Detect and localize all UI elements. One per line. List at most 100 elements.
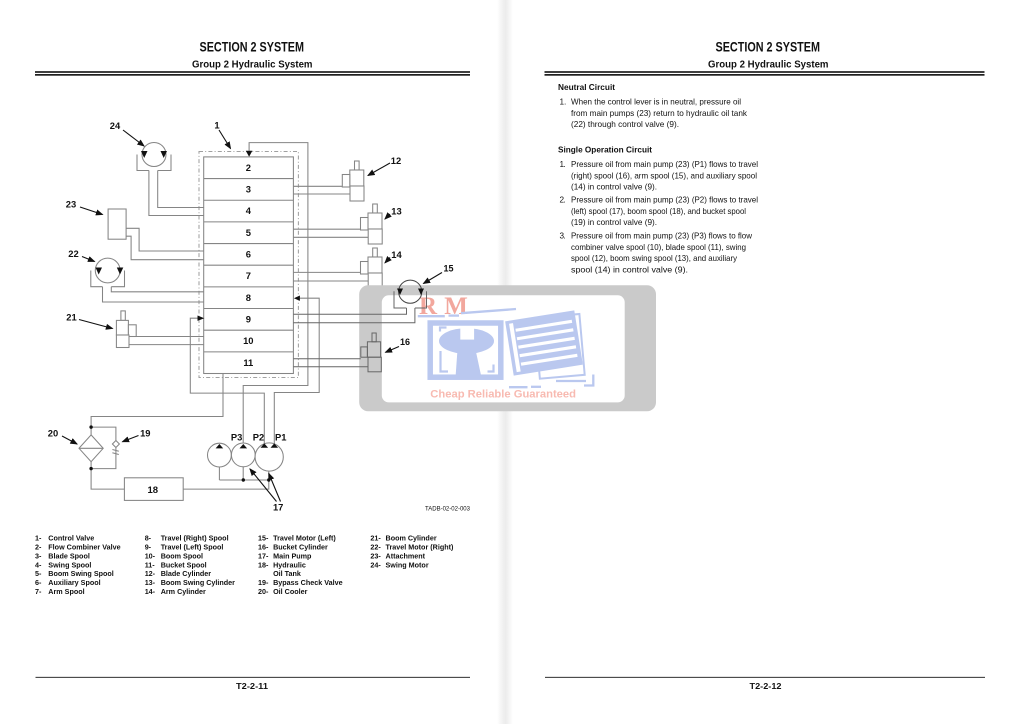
svg-text:When the control lever is in n: When the control lever is in neutral, pr…: [571, 98, 741, 107]
svg-text:13: 13: [391, 206, 401, 217]
svg-text:Boom Swing Cylinder: Boom Swing Cylinder: [161, 578, 235, 587]
svg-text:13-: 13-: [145, 578, 156, 587]
svg-text:20: 20: [48, 428, 58, 439]
svg-text:(left) spool (17), boom spool: (left) spool (17), boom spool (18), and …: [571, 207, 746, 216]
svg-text:21: 21: [66, 312, 76, 323]
svg-text:Main Pump: Main Pump: [273, 551, 312, 560]
svg-text:15: 15: [443, 264, 453, 274]
svg-text:17-: 17-: [258, 551, 269, 560]
svg-text:(22) through control valve (9): (22) through control valve (9).: [571, 120, 679, 129]
svg-text:10: 10: [243, 335, 253, 346]
svg-text:Boom Swing Spool: Boom Swing Spool: [48, 569, 113, 578]
svg-text:1: 1: [214, 120, 219, 131]
svg-text:Flow Combiner Valve: Flow Combiner Valve: [48, 542, 120, 551]
svg-text:Group 2 Hydraulic System: Group 2 Hydraulic System: [708, 59, 829, 71]
svg-text:8-: 8-: [145, 533, 152, 542]
svg-text:(14) in control valve (9).: (14) in control valve (9).: [571, 183, 657, 192]
svg-text:17: 17: [273, 502, 283, 513]
svg-text:spool (12), boom swing spool (: spool (12), boom swing spool (13), and a…: [571, 254, 738, 263]
svg-text:18-: 18-: [258, 560, 269, 569]
svg-text:5: 5: [246, 227, 251, 238]
svg-text:Travel Motor (Left): Travel Motor (Left): [273, 533, 336, 542]
svg-text:TADB-02-02-003: TADB-02-02-003: [425, 506, 470, 513]
svg-text:5-: 5-: [35, 569, 42, 578]
svg-text:16: 16: [400, 337, 410, 347]
svg-text:3.: 3.: [560, 232, 566, 241]
svg-text:Pressure oil from main pump (2: Pressure oil from main pump (23) (P3) fl…: [571, 232, 752, 241]
svg-text:Bypass Check Valve: Bypass Check Valve: [273, 578, 343, 587]
svg-text:6: 6: [246, 248, 251, 259]
svg-text:Oil Tank: Oil Tank: [273, 569, 301, 578]
svg-text:18: 18: [148, 485, 159, 496]
svg-text:23-: 23-: [370, 551, 381, 560]
svg-text:22-: 22-: [370, 542, 381, 551]
svg-text:Pressure oil from main pump (2: Pressure oil from main pump (23) (P1) fl…: [571, 160, 758, 169]
svg-text:Bucket Cylinder: Bucket Cylinder: [273, 542, 328, 551]
svg-text:Travel Motor (Right): Travel Motor (Right): [386, 542, 454, 551]
svg-text:1-: 1-: [35, 533, 42, 542]
svg-text:Swing Motor: Swing Motor: [386, 560, 429, 569]
svg-text:Single Operation Circuit: Single Operation Circuit: [558, 145, 652, 155]
svg-text:P1: P1: [275, 432, 286, 443]
svg-text:3: 3: [246, 183, 251, 194]
svg-text:24-: 24-: [370, 560, 381, 569]
svg-text:3-: 3-: [35, 551, 42, 560]
svg-text:23: 23: [66, 199, 76, 210]
svg-text:24: 24: [110, 120, 121, 131]
svg-text:12: 12: [391, 155, 401, 166]
svg-text:SECTION 2 SYSTEM: SECTION 2 SYSTEM: [716, 40, 821, 55]
svg-text:1.: 1.: [560, 160, 566, 169]
svg-text:Hydraulic: Hydraulic: [273, 560, 306, 569]
svg-text:12-: 12-: [145, 569, 156, 578]
svg-text:2: 2: [246, 162, 251, 173]
svg-text:8: 8: [246, 292, 251, 303]
svg-text:Travel (Left) Spool: Travel (Left) Spool: [161, 542, 224, 551]
svg-text:1.: 1.: [560, 98, 567, 107]
svg-text:combiner valve spool (10), bla: combiner valve spool (10), blade spool (…: [571, 243, 746, 252]
svg-text:7: 7: [246, 270, 251, 281]
svg-text:Arm Spool: Arm Spool: [48, 587, 84, 596]
svg-text:Neutral Circuit: Neutral Circuit: [558, 82, 615, 92]
svg-text:16-: 16-: [258, 542, 269, 551]
svg-text:Boom Spool: Boom Spool: [161, 551, 203, 560]
svg-text:Blade Cylinder: Blade Cylinder: [161, 569, 212, 578]
svg-text:19: 19: [140, 428, 150, 439]
svg-text:14-: 14-: [145, 587, 156, 596]
svg-text:11: 11: [243, 357, 253, 368]
svg-text:11-: 11-: [145, 560, 156, 569]
svg-text:Blade Spool: Blade Spool: [48, 551, 90, 560]
svg-text:10-: 10-: [145, 551, 156, 560]
svg-text:4: 4: [246, 205, 252, 216]
svg-text:2.: 2.: [560, 196, 566, 205]
svg-text:2-: 2-: [35, 542, 42, 551]
svg-text:P3: P3: [231, 432, 242, 443]
svg-text:22: 22: [68, 248, 78, 259]
svg-text:9-: 9-: [145, 542, 152, 551]
svg-text:14: 14: [391, 249, 402, 260]
svg-text:Boom Cylinder: Boom Cylinder: [386, 533, 437, 542]
svg-text:Auxiliary Spool: Auxiliary Spool: [48, 578, 100, 587]
svg-text:(right) spool (16), arm spool: (right) spool (16), arm spool (15), and …: [571, 171, 757, 180]
svg-text:9: 9: [246, 313, 251, 324]
svg-text:Bucket Spool: Bucket Spool: [161, 560, 207, 569]
svg-text:19-: 19-: [258, 578, 269, 587]
svg-text:Arm Cylinder: Arm Cylinder: [161, 587, 206, 596]
svg-text:20-: 20-: [258, 587, 269, 596]
svg-text:Control Valve: Control Valve: [48, 533, 94, 542]
svg-text:Group 2 Hydraulic System: Group 2 Hydraulic System: [192, 59, 313, 71]
svg-text:15-: 15-: [258, 533, 269, 542]
svg-text:T2-2-12: T2-2-12: [750, 682, 783, 691]
svg-text:7-: 7-: [35, 587, 42, 596]
svg-text:Attachment: Attachment: [386, 551, 426, 560]
svg-text:6-: 6-: [35, 578, 42, 587]
svg-text:P2: P2: [253, 432, 264, 443]
svg-text:SECTION 2 SYSTEM: SECTION 2 SYSTEM: [200, 40, 305, 55]
svg-text:T2-2-11: T2-2-11: [236, 682, 269, 691]
svg-text:spool (14) in control valve (9: spool (14) in control valve (9).: [571, 265, 688, 274]
svg-text:Oil Cooler: Oil Cooler: [273, 587, 308, 596]
svg-text:Cheap Reliable Guaranteed: Cheap Reliable Guaranteed: [430, 389, 576, 401]
svg-text:4-: 4-: [35, 560, 42, 569]
svg-text:Swing Spool: Swing Spool: [48, 560, 91, 569]
svg-text:Pressure oil from main pump (2: Pressure oil from main pump (23) (P2) fl…: [571, 196, 758, 205]
svg-text:Travel (Right) Spool: Travel (Right) Spool: [161, 533, 229, 542]
